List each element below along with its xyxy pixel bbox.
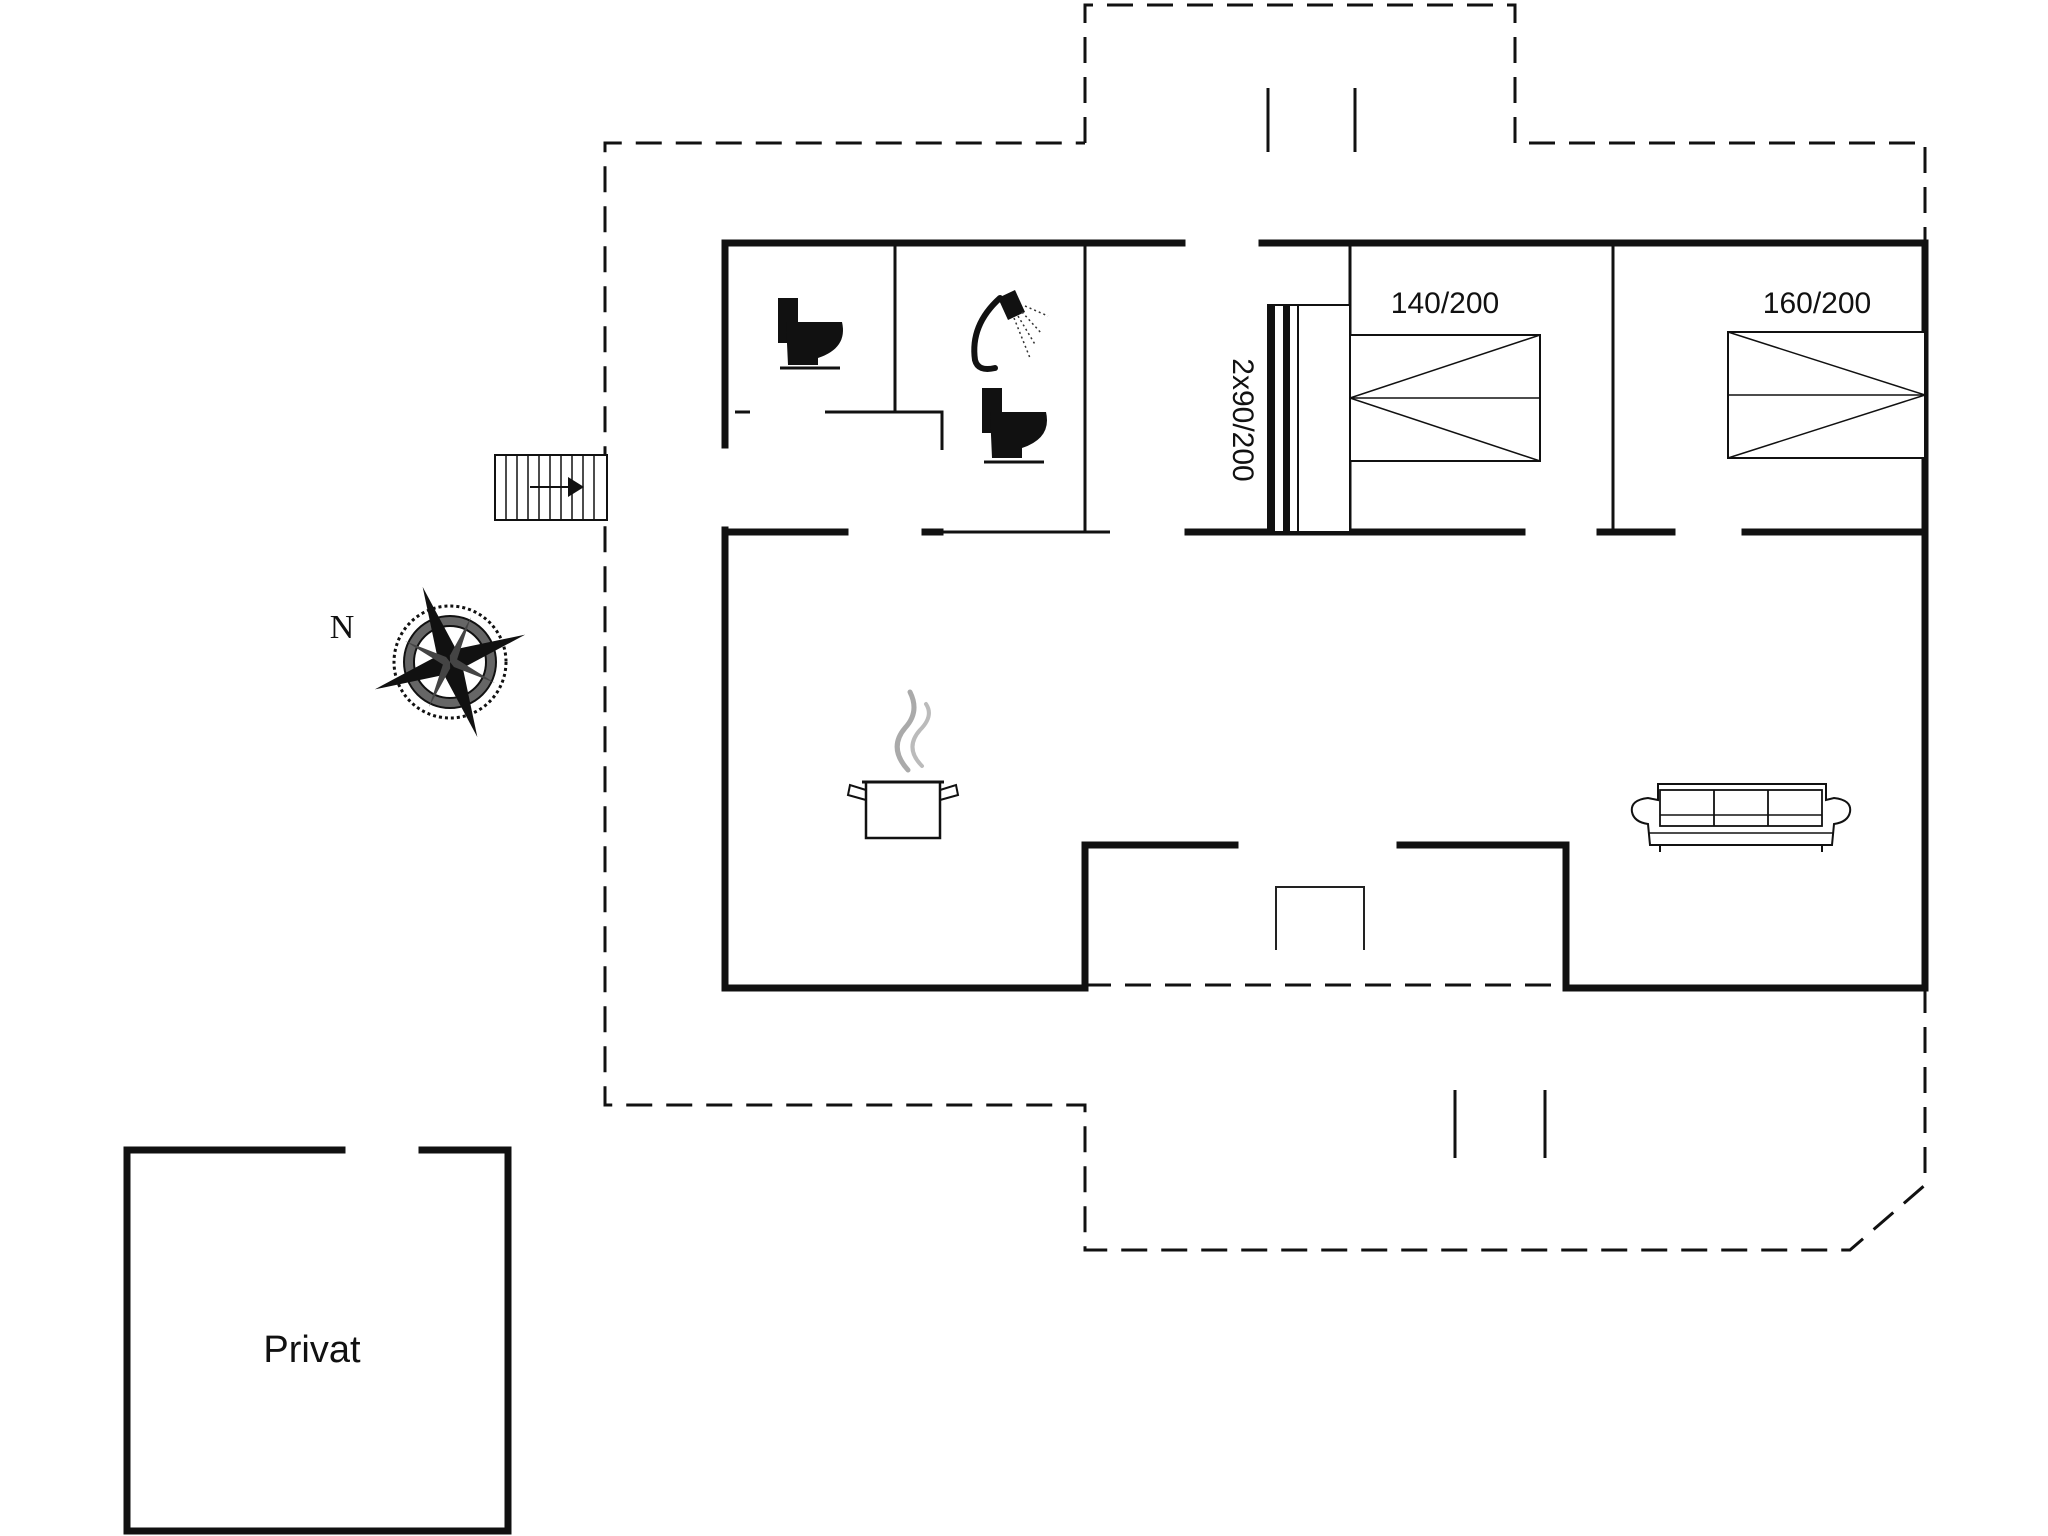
stairs-icon [494, 454, 608, 521]
double-bed-160 [1727, 331, 1926, 459]
fireplace [1275, 886, 1365, 950]
sofa-icon [1630, 783, 1852, 852]
double-bed-140 [1349, 334, 1541, 462]
bunk-bed-label: 2x90/200 [1226, 358, 1259, 481]
annex-label: Privat [263, 1329, 361, 1371]
bed-140-label: 140/200 [1391, 287, 1499, 320]
private-annex [123, 1146, 512, 1535]
toilet-icon [778, 298, 843, 370]
cooking-pot-icon [846, 689, 960, 840]
shower-icon [971, 290, 1049, 372]
terrace-outline [603, 3, 1927, 1252]
compass-rose-icon [374, 586, 526, 738]
bunk-bed [1267, 304, 1351, 533]
compass-north-label: N [330, 609, 355, 646]
bed-160-label: 160/200 [1763, 287, 1871, 320]
toilet-icon [982, 388, 1047, 464]
